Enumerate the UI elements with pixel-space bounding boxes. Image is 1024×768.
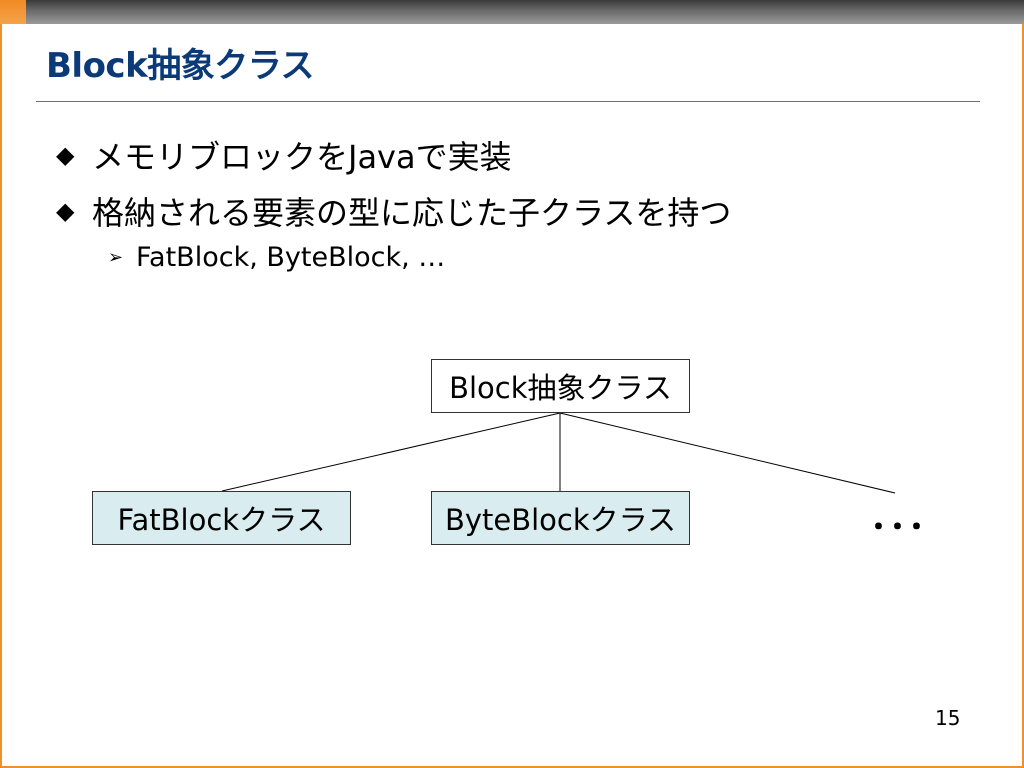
sub-bullet-item: ➢ FatBlock, ByteBlock, … [108,242,445,273]
child-class-box-byteblock: ByteBlockクラス [431,491,690,545]
top-bar [0,0,1024,24]
bullet-text: メモリブロックをJavaで実装 [92,138,512,176]
sub-bullet-text: FatBlock, ByteBlock, … [136,242,446,273]
title-divider [36,101,980,102]
diamond-bullet-icon: ◆ [56,197,75,225]
parent-class-box: Block抽象クラス [431,359,690,413]
connector-line [559,412,896,494]
child-class-box-fatblock: FatBlockクラス [92,491,351,545]
frame-bottom-border [0,766,1024,768]
connector-line [221,412,561,492]
slide-title: Block抽象クラス [46,46,315,86]
bullet-item: ◆ メモリブロックをJavaで実装 [56,132,512,178]
frame-left-border [0,24,2,768]
diamond-bullet-icon: ◆ [56,141,75,169]
page-number: 15 [935,706,961,730]
frame-right-border [1022,24,1024,768]
bullet-text: 格納される要素の型に応じた子クラスを持つ [92,194,732,232]
bullet-item: ◆ 格納される要素の型に応じた子クラスを持つ [56,188,731,234]
more-classes-ellipsis: ･･･ [870,508,927,548]
corner-accent [0,0,26,24]
arrow-bullet-icon: ➢ [108,247,124,268]
